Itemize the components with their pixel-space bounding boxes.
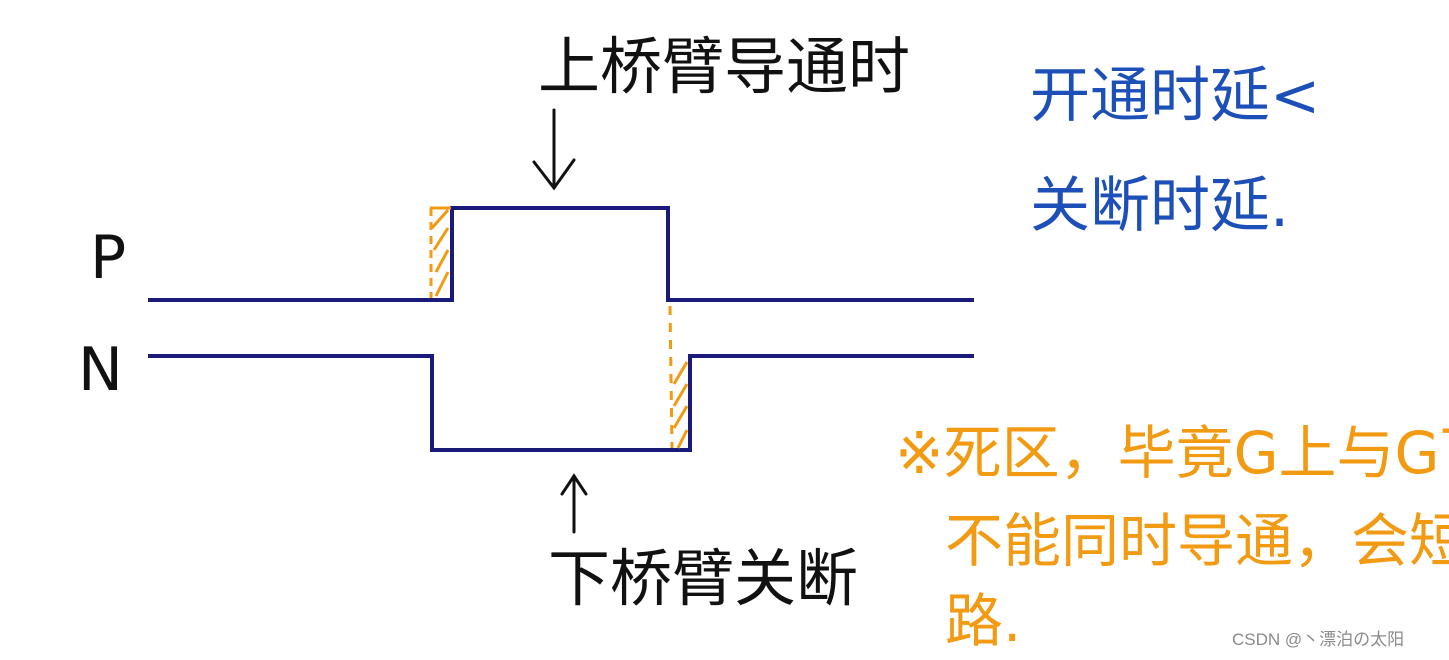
p-label: P [90, 223, 127, 293]
blue-note-line2: 关断时延. [1030, 171, 1290, 241]
orange-note-line1: ※死区，毕竟G上与G下 [895, 419, 1449, 487]
watermark: CSDN @丶漂泊の太阳 [1232, 630, 1405, 649]
p-waveform [148, 206, 974, 302]
n-label: N [78, 335, 123, 405]
blue-note-line1: 开通时延< [1030, 61, 1321, 131]
n-waveform [148, 354, 974, 452]
lower-arm-off-label: 下桥臂关断 [548, 542, 859, 615]
arrow-down-icon [532, 108, 576, 191]
upper-arm-on-label: 上桥臂导通时 [538, 30, 911, 103]
dead-time-hatch-left [429, 206, 451, 298]
orange-note-line2: 不能同时导通，会短 [945, 507, 1449, 575]
dead-time-hatch-right [668, 305, 689, 449]
orange-note-line3: 路. [945, 587, 1022, 655]
arrow-up-icon [560, 473, 588, 534]
